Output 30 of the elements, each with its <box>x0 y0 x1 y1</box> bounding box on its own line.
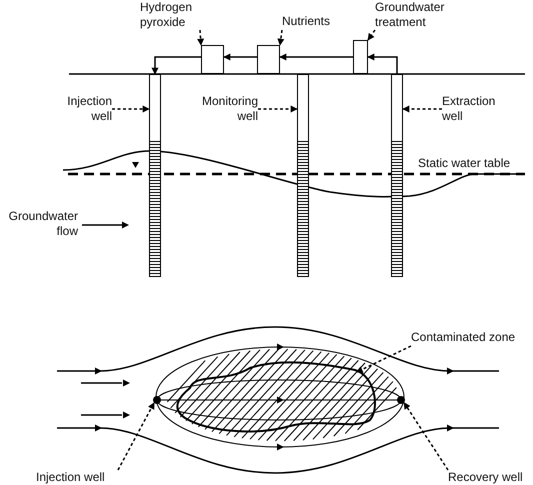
callout-text: Hydrogen pyroxide <box>140 0 200 30</box>
leader-line <box>367 30 376 41</box>
leader-line <box>258 106 298 112</box>
leader-line <box>112 106 150 112</box>
annotation-text: Static water table <box>418 156 512 171</box>
pipe-arrow <box>223 54 257 60</box>
leader-line <box>117 402 155 470</box>
annotation-text: Groundwater flow <box>8 209 78 239</box>
well-pipe <box>297 74 309 277</box>
well-pipe <box>391 74 403 277</box>
callout-text: Nutrients <box>282 14 338 30</box>
callout-text: Groundwater treatment <box>375 0 455 30</box>
pipe-arrow <box>367 54 398 74</box>
leader-line <box>402 106 442 112</box>
callout-text: Extraction well <box>442 94 506 124</box>
callout-text: Contaminated zone <box>411 330 531 346</box>
callout-text: Injection well <box>56 94 112 124</box>
pipe-arrow <box>279 54 353 60</box>
treatment-unit-box <box>201 45 224 74</box>
treatment-unit-box <box>353 40 368 74</box>
callout-text: Monitoring well <box>192 94 258 124</box>
callout-text: Injection well <box>36 470 118 485</box>
pipe-arrow <box>152 56 201 75</box>
treatment-unit-box <box>257 45 280 74</box>
well-pipe <box>149 74 161 277</box>
callout-text: Recovery well <box>448 470 533 485</box>
leader-line <box>356 345 412 373</box>
leader-line <box>403 402 449 470</box>
leader-line <box>277 30 284 46</box>
leader-line <box>197 30 204 46</box>
